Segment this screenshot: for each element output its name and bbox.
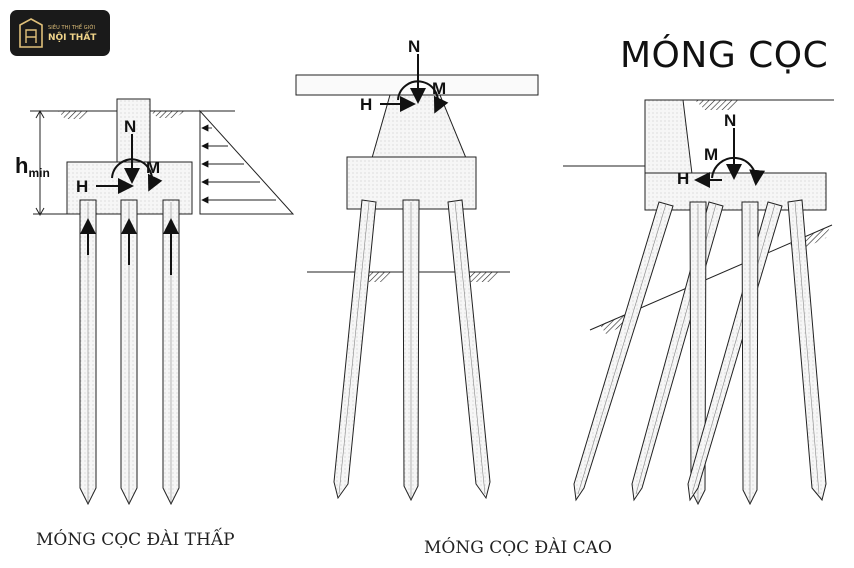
label-n-left: N xyxy=(124,117,136,136)
pile-middle-3 xyxy=(447,199,491,500)
moment-arc-left xyxy=(111,158,163,192)
low-cap-foundation: hmin N M H xyxy=(15,98,295,506)
soil-hatch-left xyxy=(58,111,90,119)
piles-left xyxy=(79,199,180,506)
chair-logo-icon xyxy=(19,18,43,48)
earth-pressure-diagram xyxy=(199,109,295,215)
label-h-middle: H xyxy=(360,95,372,114)
page-title: MÓNG CỌC xyxy=(620,35,829,76)
brand-logo: SIÊU THỊ THẾ GIỚI NỘI THẤT xyxy=(10,10,110,56)
retaining-wall xyxy=(644,99,693,175)
logo-tagline: SIÊU THỊ THẾ GIỚI xyxy=(48,25,96,31)
label-h-left: H xyxy=(76,177,88,196)
label-m-middle: M xyxy=(432,79,446,98)
high-cap-foundation: N M H xyxy=(295,37,539,502)
label-m-right: M xyxy=(704,145,718,164)
label-n-right: N xyxy=(724,111,736,130)
label-h-right: H xyxy=(677,169,689,188)
soil-hatch-middle-2 xyxy=(462,272,500,282)
label-m-left: M xyxy=(146,158,160,177)
column-stub-left xyxy=(116,98,151,164)
logo-brand: NỘI THẤT xyxy=(48,33,97,43)
caption-low-cap: MÓNG CỌC ĐÀI THẤP xyxy=(36,530,235,550)
label-n-middle: N xyxy=(408,37,420,56)
moment-arc-right xyxy=(711,156,766,186)
moment-arc-middle xyxy=(397,80,449,114)
pile-right-1 xyxy=(573,201,674,502)
inclined-pile-foundation: N M H xyxy=(563,99,834,506)
soil-hatch-left-2 xyxy=(150,111,185,118)
soil-hatch-right-top xyxy=(695,100,740,110)
hmin-label: hmin xyxy=(15,153,50,180)
pile-middle-1 xyxy=(333,199,377,500)
caption-high-cap: MÓNG CỌC ĐÀI CAO xyxy=(424,538,612,558)
earth-pressure-arrows xyxy=(201,124,276,204)
